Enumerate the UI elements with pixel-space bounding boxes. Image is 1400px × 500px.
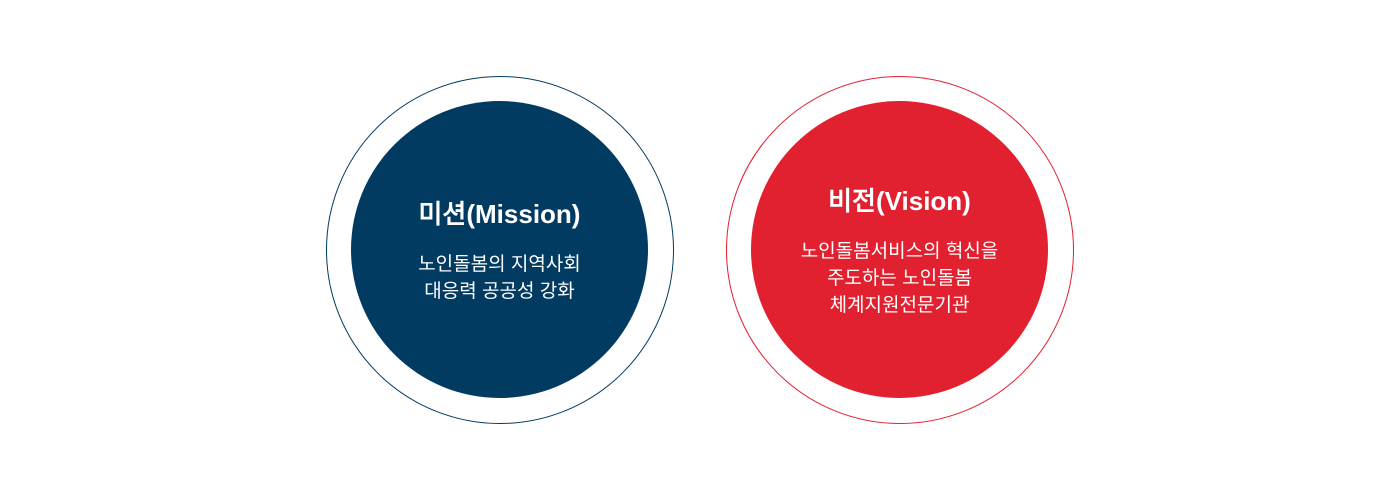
vision-line: 체계지원전문기관 <box>829 294 970 316</box>
vision-circle: 비전(Vision) 노인돌봄서비스의 혁신을 주도하는 노인돌봄 체계지원전문… <box>726 76 1074 424</box>
mission-line: 노인돌봄의 지역사회 <box>418 254 581 275</box>
mission-circle: 미션(Mission) 노인돌봄의 지역사회 대응력 공공성 강화 <box>326 76 674 424</box>
vision-inner-circle: 비전(Vision) 노인돌봄서비스의 혁신을 주도하는 노인돌봄 체계지원전문… <box>751 101 1048 398</box>
vision-line: 주도하는 노인돌봄 <box>826 267 973 289</box>
vision-line: 노인돌봄서비스의 혁신을 <box>800 240 999 262</box>
mission-title: 미션(Mission) <box>418 199 581 229</box>
vision-title: 비전(Vision) <box>828 185 971 216</box>
mission-inner-circle: 미션(Mission) 노인돌봄의 지역사회 대응력 공공성 강화 <box>351 101 648 398</box>
mission-line: 대응력 공공성 강화 <box>424 281 575 302</box>
